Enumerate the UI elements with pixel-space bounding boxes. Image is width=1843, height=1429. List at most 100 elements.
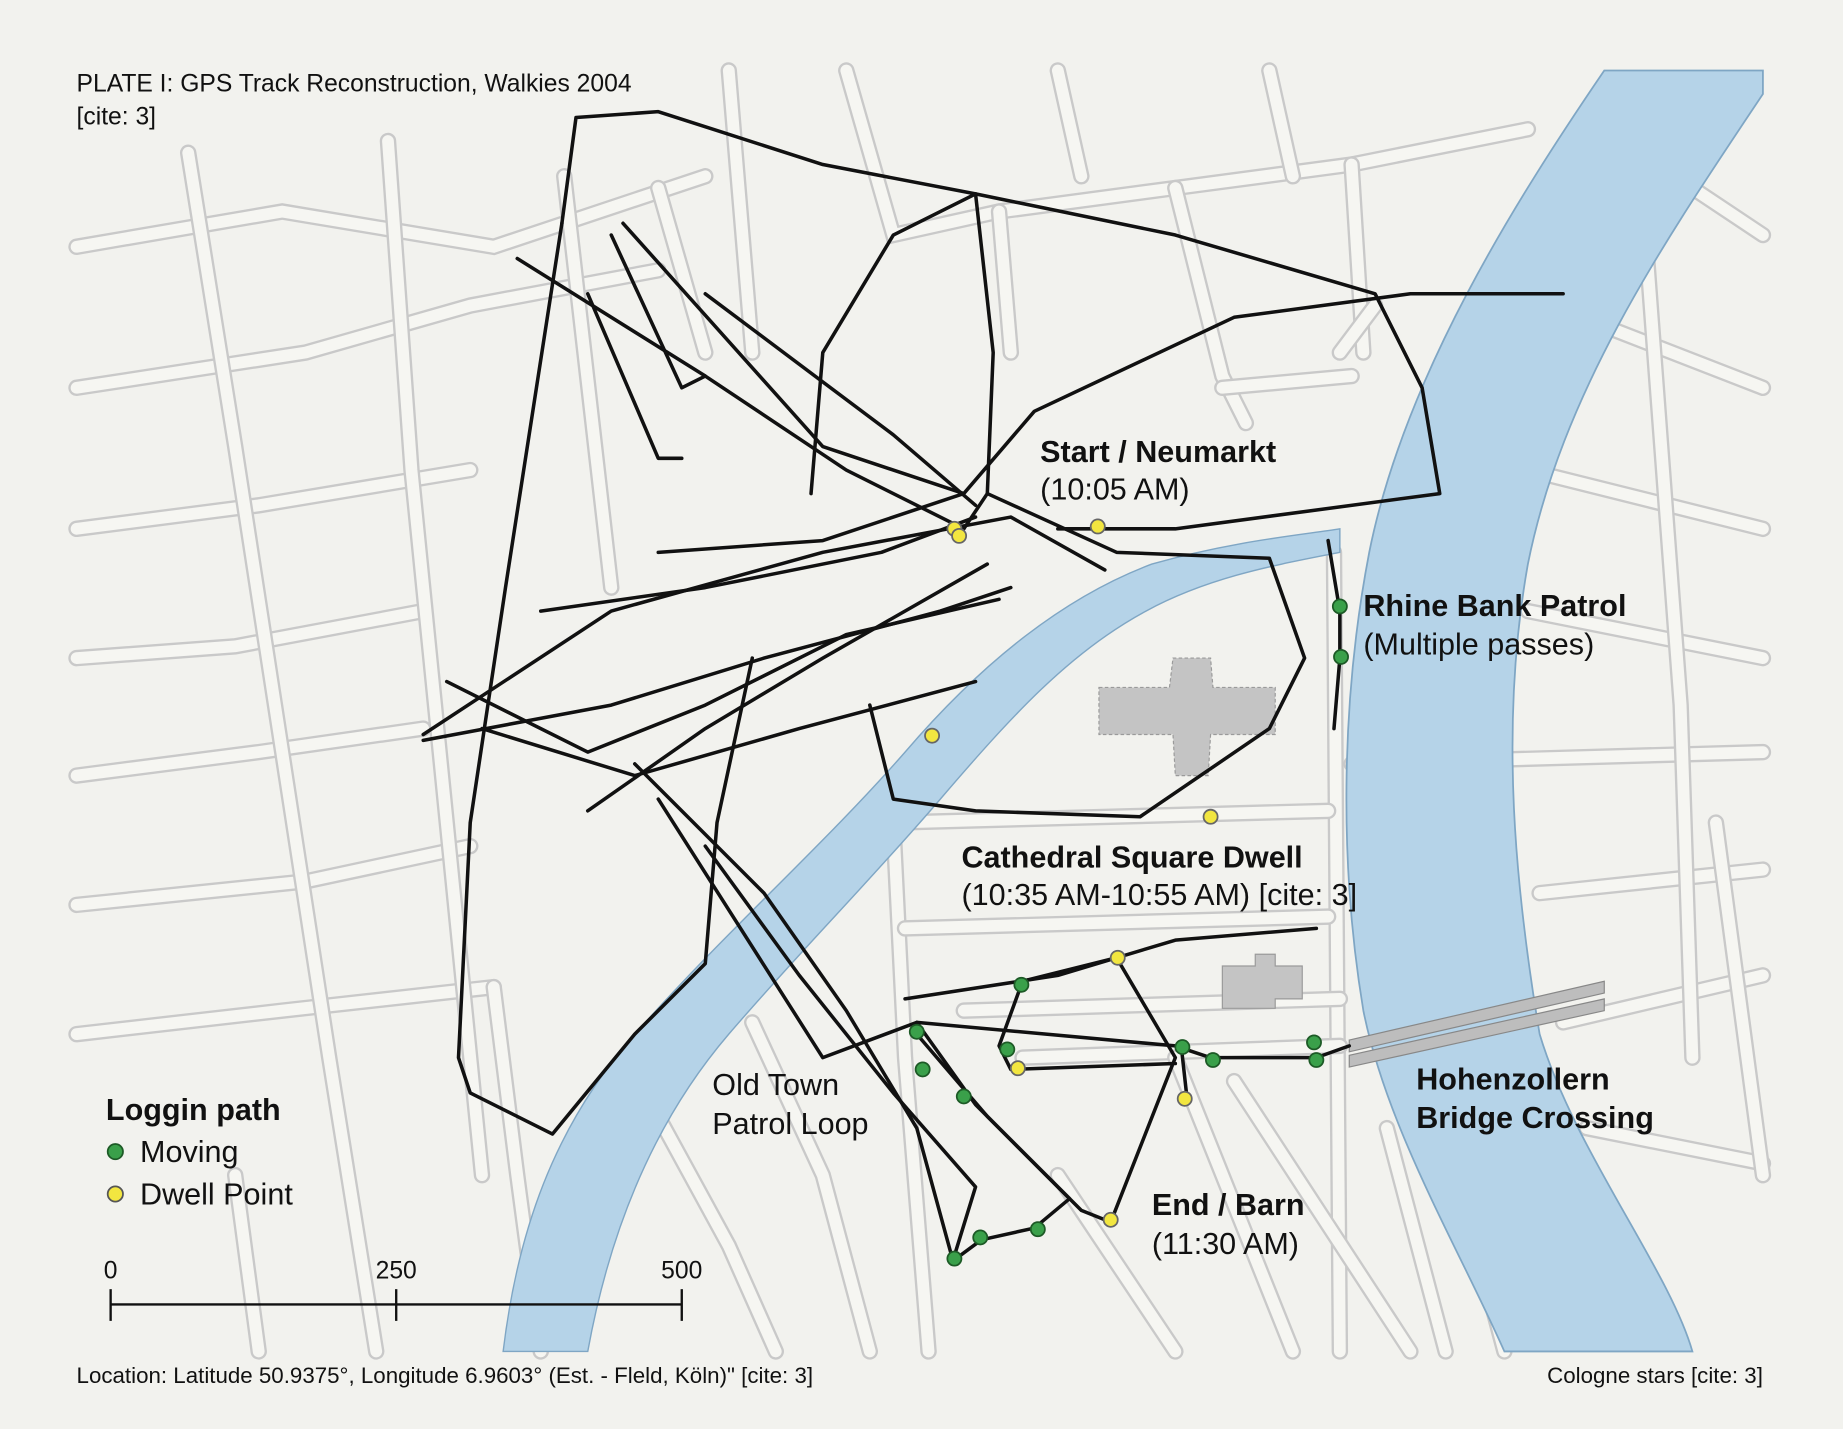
canal-channel — [502, 527, 1341, 1353]
moving-point — [999, 1041, 1016, 1058]
street — [70, 722, 430, 782]
track-segment — [703, 292, 978, 508]
moving-point — [1013, 976, 1030, 993]
street — [899, 910, 1334, 935]
street — [652, 182, 712, 359]
street — [1710, 816, 1769, 1182]
street — [558, 170, 618, 594]
plate-citation: [cite: 3] — [77, 104, 156, 131]
rhine-bank-note: (Multiple passes) — [1363, 628, 1594, 662]
bridge-label-2: Bridge Crossing — [1416, 1101, 1654, 1135]
cathedral-label: Cathedral Square Dwell — [961, 840, 1302, 874]
track-segment — [609, 233, 708, 390]
track-segment — [868, 491, 1307, 819]
dwell-point — [1089, 518, 1106, 535]
track-segment — [703, 844, 978, 1266]
street — [887, 816, 935, 1358]
cathedral-building — [1098, 657, 1276, 777]
street — [1228, 1075, 1417, 1358]
track-segment — [621, 221, 966, 496]
street — [1328, 546, 1346, 1358]
street — [1380, 1122, 1452, 1358]
moving-point — [1333, 648, 1349, 665]
track-segment — [538, 515, 978, 613]
track-segment — [632, 762, 954, 1260]
street — [1169, 182, 1252, 429]
old-town-label-1: Old Town — [712, 1068, 839, 1102]
street — [746, 1016, 876, 1358]
moving-point — [1174, 1039, 1191, 1056]
street — [722, 64, 759, 359]
legend-dwell-swatch — [106, 1185, 124, 1203]
street — [1263, 64, 1299, 183]
moving-point — [1331, 598, 1348, 615]
street — [382, 135, 488, 1182]
moving-point — [972, 1229, 989, 1246]
credit-footer: Cologne stars [cite: 3] — [1547, 1363, 1763, 1388]
legend-moving-label: Moving — [140, 1135, 238, 1169]
track-segment — [962, 192, 995, 531]
track-segment — [585, 562, 990, 813]
track-segment — [480, 679, 978, 778]
dwell-point — [1102, 1211, 1119, 1228]
street — [1169, 1051, 1299, 1358]
hohenzollern-bridge — [1348, 980, 1605, 1068]
cathedral-time: (10:35 AM-10:55 AM) [cite: 3] — [961, 878, 1357, 912]
street — [1333, 299, 1381, 359]
end-time: (11:30 AM) — [1152, 1227, 1299, 1261]
street — [1522, 605, 1769, 664]
street — [70, 605, 430, 664]
moving-point — [955, 1088, 972, 1105]
street — [182, 146, 383, 1358]
street — [957, 993, 1346, 1017]
location-footer: Location: Latitude 50.9375°, Longitude 6… — [77, 1363, 814, 1388]
rhine-river — [1345, 69, 1764, 1353]
dwell-point — [1009, 1060, 1026, 1077]
street — [1216, 370, 1358, 394]
street — [1051, 64, 1088, 183]
plate-title: PLATE I: GPS Track Reconstruction, Walki… — [77, 71, 632, 98]
start-label: Start / Neumarkt — [1040, 435, 1276, 469]
legend-moving-swatch — [106, 1143, 124, 1161]
track-segment — [421, 585, 1013, 743]
track-segment — [456, 221, 755, 1136]
track-points — [908, 518, 1349, 1267]
moving-point — [914, 1061, 931, 1078]
rhine-bank-label: Rhine Bank Patrol — [1363, 589, 1626, 623]
scale-tick-500: 500 — [661, 1258, 702, 1285]
legend-title: Loggin path — [106, 1093, 281, 1127]
legend-dwell-label: Dwell Point — [140, 1178, 293, 1212]
track-segment — [421, 515, 1107, 737]
street — [70, 840, 477, 911]
street — [70, 981, 500, 1041]
dwell-point — [951, 527, 968, 544]
dwell-point — [924, 727, 941, 744]
track-segment — [656, 797, 1352, 1060]
moving-point — [1308, 1052, 1325, 1068]
street — [1580, 1122, 1769, 1170]
moving-point — [946, 1250, 963, 1267]
scale-tick-250: 250 — [376, 1258, 417, 1285]
end-label: End / Barn — [1152, 1188, 1305, 1222]
moving-point — [1205, 1052, 1221, 1068]
bridge-label-1: Hohenzollern — [1416, 1062, 1609, 1096]
street — [229, 1169, 265, 1358]
track-segment — [444, 597, 1001, 754]
street — [652, 1110, 782, 1358]
moving-point — [1029, 1221, 1046, 1238]
legend: Loggin path Moving Dwell Point — [106, 1093, 293, 1212]
scale-bar — [109, 1289, 683, 1321]
track-segment — [656, 292, 1565, 555]
start-time: (10:05 AM) — [1040, 472, 1189, 506]
scale-tick-0: 0 — [104, 1258, 118, 1285]
moving-point — [1306, 1034, 1322, 1051]
track-segment — [1326, 538, 1342, 731]
street — [1639, 229, 1699, 1064]
museum-building — [1221, 953, 1303, 1009]
dwell-point — [1176, 1090, 1193, 1107]
street — [70, 464, 477, 535]
street — [1522, 464, 1769, 535]
track-segment — [809, 192, 978, 496]
